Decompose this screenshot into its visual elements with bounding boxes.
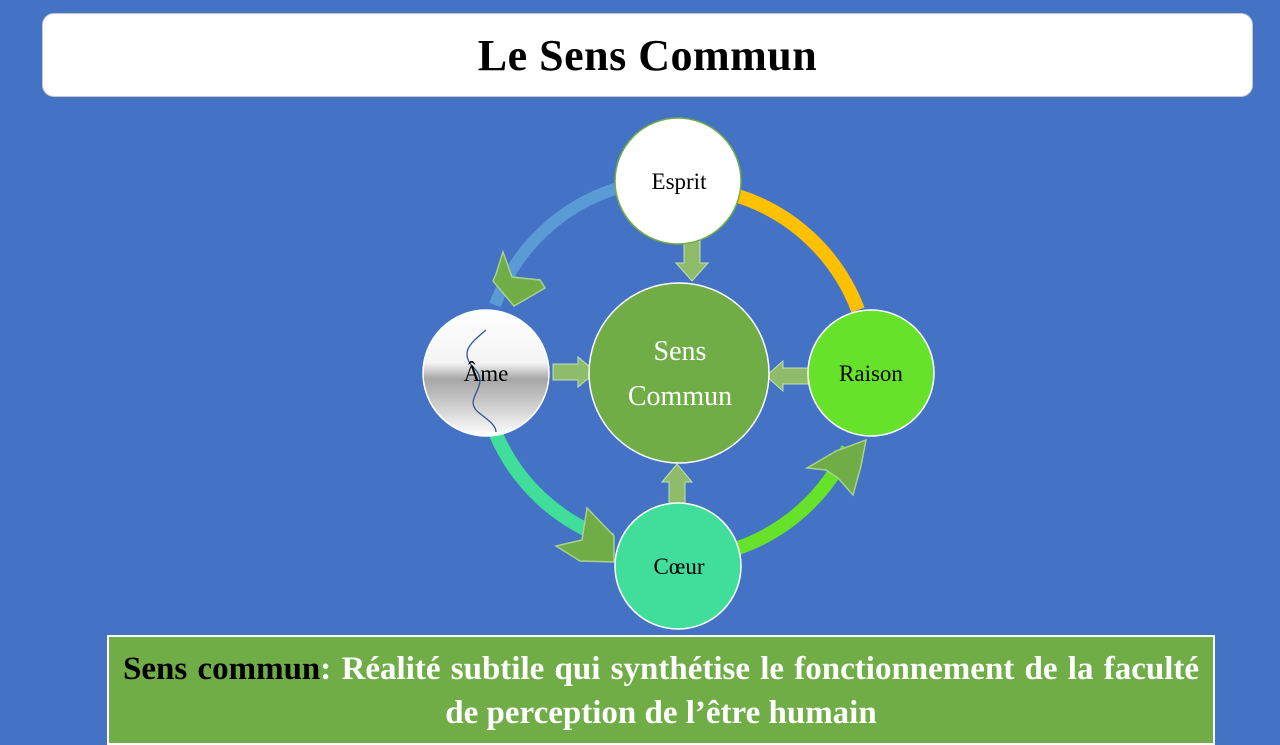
cycle-diagram: Sens Commun Esprit Raison Cœur Âme: [422, 117, 935, 630]
title-box: Le Sens Commun: [42, 13, 1253, 97]
center-label-line2: Commun: [628, 381, 732, 412]
page-title: Le Sens Commun: [477, 30, 818, 80]
node-raison-label: Raison: [839, 361, 903, 386]
chevron-arrow-icon-bottom-left: [554, 506, 615, 563]
definition-term: Sens commun: [123, 651, 321, 687]
node-ame-label: Âme: [464, 361, 509, 386]
definition-colon: :: [320, 651, 332, 687]
node-esprit: [614, 117, 742, 245]
center-circle: [588, 282, 770, 464]
arc-raison-to-esprit: [735, 189, 865, 313]
center-label-line1: Sens: [654, 336, 707, 367]
arrow-ame-to-center: [552, 355, 597, 389]
arrow-raison-to-center: [765, 359, 809, 393]
node-ame: [422, 309, 550, 437]
arrow-esprit-to-center: [674, 240, 710, 282]
definition-text: Réalité subtile qui synthétise le foncti…: [341, 651, 1200, 731]
chevron-arrow-icon-right-bottom: [804, 438, 867, 497]
arrow-coeur-to-center: [660, 463, 694, 505]
chevron-arrow-icon-left-top: [492, 249, 547, 307]
node-coeur-label: Cœur: [653, 554, 704, 579]
wavy-line-decoration: [466, 329, 497, 433]
node-esprit-label: Esprit: [652, 169, 708, 194]
definition-box: Sens commun: Réalité subtile qui synthét…: [107, 635, 1215, 745]
node-coeur: [614, 502, 742, 630]
node-raison: [807, 309, 935, 437]
